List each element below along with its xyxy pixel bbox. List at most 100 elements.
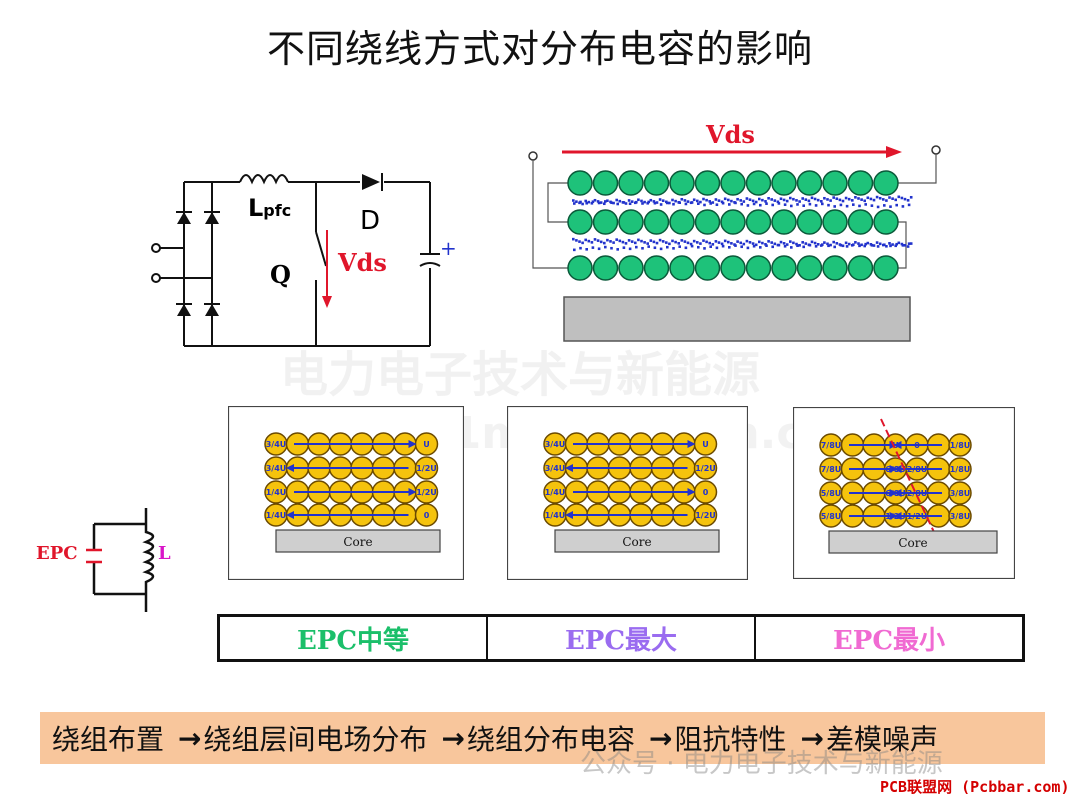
wire-turn — [720, 170, 746, 196]
electric-field-pattern — [572, 195, 913, 252]
wire-turn — [669, 170, 695, 196]
wire-turn — [948, 504, 972, 528]
voltage-tag: 3/8U — [950, 512, 971, 521]
wire-turn — [873, 255, 899, 281]
watermark-main: 电力电子技术与新能源 — [280, 347, 761, 403]
arrow-head-icon — [893, 465, 902, 473]
winding-layer — [567, 255, 899, 281]
wire-turn — [796, 209, 823, 235]
wire-turn — [948, 457, 972, 481]
wire-turn — [796, 170, 823, 196]
voltage-tag: 0 — [914, 441, 920, 450]
wire-turn — [822, 255, 848, 281]
wire-turn — [694, 209, 721, 235]
voltage-tag: 1/4U — [266, 488, 287, 497]
wire-turn — [873, 170, 899, 196]
flow-step: 绕组分布电容 — [466, 723, 635, 756]
voltage-tag: 3/8U — [950, 489, 971, 498]
voltage-tag: 3/4U — [545, 464, 566, 473]
winding-layer — [567, 209, 899, 235]
core-block — [554, 529, 720, 553]
wire-turn — [720, 255, 746, 281]
wire-turn — [567, 170, 593, 196]
page-title: 不同绕线方式对分布电容的影响 — [266, 27, 813, 71]
pfc-circuit — [151, 173, 441, 347]
cap-plus-sign: + — [440, 236, 457, 260]
arrow-head-icon — [408, 440, 417, 448]
wire-turn — [643, 209, 670, 235]
arrow-head-icon — [408, 488, 417, 496]
voltage-tag: 1/8U — [950, 441, 971, 450]
voltage-tag: 3/4U — [266, 464, 287, 473]
terminal-left — [528, 151, 538, 161]
voltage-tag: 2/8U — [907, 489, 928, 498]
wire-turn — [618, 170, 644, 196]
wire-turn — [693, 503, 718, 527]
vds-arrow-head — [886, 146, 902, 158]
wire-turn — [592, 255, 619, 281]
wire-turn — [643, 170, 670, 196]
wire-turn — [822, 170, 848, 196]
voltage-tag: 3/4U — [266, 440, 287, 449]
wire-turn — [694, 170, 721, 196]
wire-turn — [847, 170, 874, 196]
wire-turn — [414, 503, 439, 527]
voltage-tag: 1/4U — [545, 488, 566, 497]
wire-turn — [567, 209, 593, 235]
arrow-right-icon: → — [648, 721, 673, 755]
voltage-tag: 7/8U — [821, 465, 842, 474]
voltage-tag: 2/8U — [907, 465, 928, 474]
process-flow-bar: 绕组布置 → 绕组层间电场分布 → 绕组分布电容 → 阻抗特性 → 差模噪声 — [40, 712, 1045, 764]
voltage-tag: 1/8U — [950, 465, 971, 474]
switch-label: Q — [270, 260, 291, 289]
wire-turn — [693, 456, 718, 480]
wire-turn — [822, 209, 848, 235]
epc-comparison-table: EPC中等 EPC最大 EPC最小 — [217, 614, 1025, 662]
table-cell-epc-max: EPC最大 — [488, 617, 756, 659]
wire-turn — [745, 209, 772, 235]
voltage-tag: U — [892, 441, 899, 450]
table-cell-epc-min: EPC最小 — [832, 625, 946, 656]
wire-turn — [592, 170, 619, 196]
wire-turn — [745, 170, 772, 196]
flow-step: 阻抗特性 — [674, 723, 787, 756]
arrow-head-icon — [893, 512, 902, 520]
source-credit: PCB联盟网 (Pcbbar.com) — [880, 778, 1070, 796]
flow-step: 绕组布置 — [52, 723, 165, 756]
arrow-head-icon — [565, 511, 573, 519]
voltage-tag: 6/8U — [885, 489, 906, 498]
wire-turn — [669, 209, 695, 235]
arrow-right-icon: → — [441, 721, 465, 755]
arrow-head-icon — [893, 441, 902, 449]
arrow-head-icon — [565, 464, 573, 472]
core-block — [275, 529, 441, 553]
arrow-right-icon: → — [800, 721, 824, 755]
epc-label: EPC — [36, 543, 78, 564]
voltage-tag: 1/2U — [885, 512, 906, 521]
arrow-right-icon: → — [178, 721, 202, 755]
table-cell-epc-medium: EPC中等 — [220, 617, 488, 659]
wire-turn — [592, 209, 619, 235]
wire-turn — [643, 255, 670, 281]
voltage-tag: U — [423, 440, 430, 449]
voltage-tag: 5/8U — [821, 512, 842, 521]
core-label: Core — [898, 536, 927, 550]
voltage-tag: U — [702, 440, 709, 449]
terminal-right — [931, 145, 941, 155]
core-label: Core — [343, 535, 372, 549]
core-label: Core — [622, 535, 651, 549]
diode-label: D — [360, 206, 381, 236]
wire-turn — [414, 456, 439, 480]
wire-turn — [771, 170, 797, 196]
wire-turn — [771, 255, 797, 281]
vds-label-layers: Vds — [706, 120, 755, 149]
wire-turn — [873, 209, 899, 235]
vds-label-circuit: Vds — [338, 248, 387, 277]
wire-turn — [948, 481, 972, 505]
arrow-head-icon — [286, 464, 294, 472]
arrow-head-icon — [893, 489, 902, 497]
wire-turn — [847, 209, 874, 235]
wire-turn — [669, 255, 695, 281]
